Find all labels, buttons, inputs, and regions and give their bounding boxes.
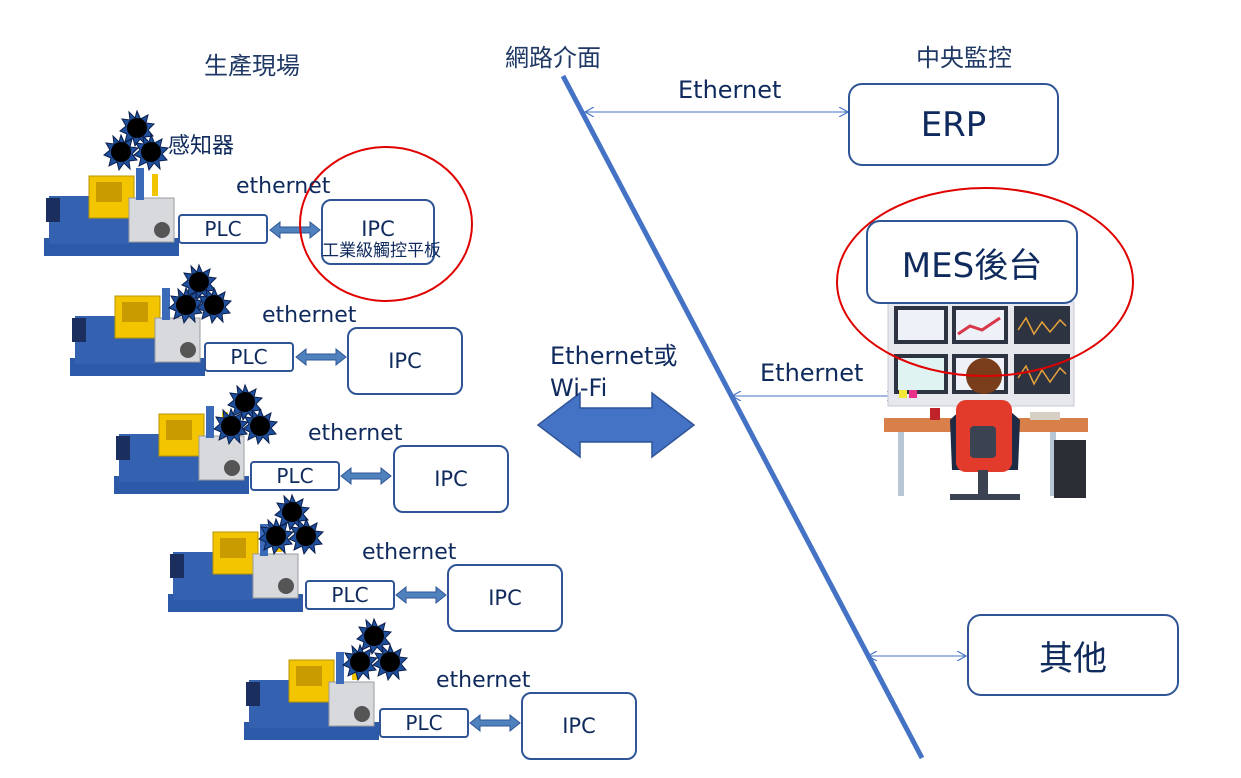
central-monitoring-header: 中央監控: [916, 44, 1012, 72]
plc-box-1[interactable]: PLC: [178, 214, 268, 244]
ipc-box-2[interactable]: IPC: [347, 327, 463, 395]
other-label: 其他: [1039, 638, 1107, 679]
plc-ipc-arrow-5: [469, 713, 521, 733]
sensor-label: 感知器: [168, 134, 235, 159]
ipc-label: IPC: [434, 467, 468, 491]
ethernet-label-3: ethernet: [308, 421, 403, 446]
plc-box-4[interactable]: PLC: [305, 580, 395, 610]
plc-ipc-arrow-2: [295, 347, 347, 367]
ipc-label: IPC: [562, 714, 596, 738]
ipc-label: IPC: [488, 586, 522, 610]
monitoring-workstation-illustration: [884, 301, 1088, 500]
sensor-cluster-2: [168, 264, 232, 324]
mes-highlight-circle: [836, 187, 1134, 377]
plc-ipc-arrow-3: [340, 466, 392, 486]
production-floor-header: 生產現場: [204, 52, 300, 80]
ipc-box-3[interactable]: IPC: [393, 445, 509, 513]
plc-label: PLC: [276, 464, 314, 488]
ipc-label: IPC: [361, 217, 395, 241]
plc-label: PLC: [331, 583, 369, 607]
network-interface-header: 網路介面: [505, 44, 601, 72]
erp-box[interactable]: ERP: [848, 83, 1059, 166]
ethernet-label-4: ethernet: [362, 540, 457, 565]
erp-label: ERP: [920, 104, 987, 145]
plc-ipc-arrow-1: [269, 220, 321, 240]
sensor-cluster-1: [103, 110, 169, 171]
sensor-cluster-5: [342, 618, 408, 681]
ipc-label: IPC: [388, 349, 422, 373]
plc-label: PLC: [405, 711, 443, 735]
wireless-double-arrow: [536, 391, 696, 459]
sensor-cluster-4: [258, 494, 324, 555]
plc-box-5[interactable]: PLC: [379, 708, 469, 738]
plc-label: PLC: [230, 345, 268, 369]
plc-box-3[interactable]: PLC: [250, 461, 340, 491]
erp-link-label: Ethernet: [678, 76, 782, 104]
ipc-box-4[interactable]: IPC: [447, 564, 563, 632]
ipc-box-5[interactable]: IPC: [521, 692, 637, 760]
sensor-cluster-3: [213, 384, 278, 445]
ethernet-label-1: ethernet: [236, 174, 331, 199]
network-boundary-line: [560, 74, 925, 760]
mes-box[interactable]: MES後台: [866, 220, 1078, 304]
wireless-label-line2: Wi-Fi: [550, 374, 608, 402]
other-box[interactable]: 其他: [967, 614, 1179, 696]
mes-label: MES後台: [901, 245, 1043, 286]
ipc-box-1[interactable]: IPC: [321, 199, 435, 265]
wireless-label-line1: Ethernet或: [550, 342, 678, 370]
mes-link-label: Ethernet: [760, 359, 864, 387]
ipc-highlight-circle: [299, 146, 473, 302]
plc-label: PLC: [204, 217, 242, 241]
touch-panel-label: 工業級觸控平板: [322, 241, 441, 261]
plc-ipc-arrow-4: [395, 585, 447, 605]
ethernet-label-5: ethernet: [436, 668, 531, 693]
wireless-label: Ethernet或 Wi-Fi: [550, 340, 677, 404]
plc-box-2[interactable]: PLC: [204, 342, 294, 372]
ethernet-label-2: ethernet: [262, 303, 357, 328]
machine-1: [43, 167, 180, 257]
